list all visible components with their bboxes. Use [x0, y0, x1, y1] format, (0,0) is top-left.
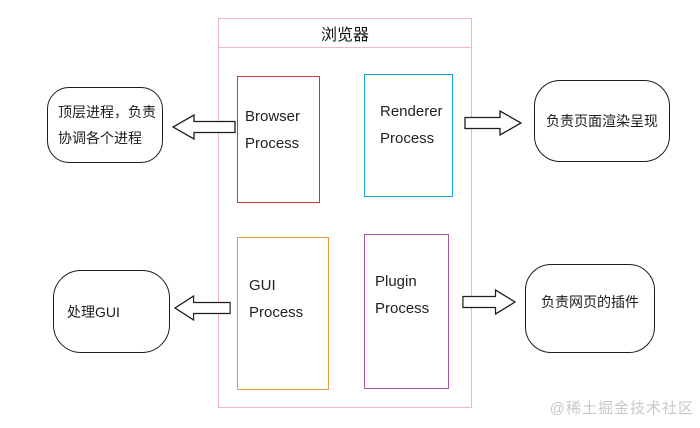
plugin-note-line1: 负责网页的插件: [541, 293, 639, 310]
browser-process-box: Browser Process: [237, 76, 320, 203]
gui-process-label-line2: Process: [249, 304, 304, 321]
browser-container-title: 浏览器: [219, 19, 471, 48]
gui-process-label-line1: GUI: [249, 277, 276, 294]
plugin-process-label-line2: Process: [375, 300, 430, 317]
plugin-process-box: Plugin Process: [364, 234, 449, 389]
gui-process-box: GUI Process: [237, 237, 329, 390]
gui-note-line1: 处理GUI: [67, 303, 120, 320]
renderer-note-line1: 负责页面渲染呈现: [546, 113, 658, 129]
renderer-process-label-line2: Process: [380, 130, 435, 147]
browser-note-line1: 顶层进程，负责: [58, 104, 156, 120]
browser-process-label-line1: Browser: [245, 108, 301, 125]
arrow-left-icon: [174, 295, 231, 321]
browser-process-label-line2: Process: [245, 135, 300, 152]
renderer-process-note: 负责页面渲染呈现: [534, 80, 670, 162]
renderer-process-box: Renderer Process: [364, 74, 453, 197]
browser-note-line2: 协调各个进程: [58, 130, 142, 146]
watermark: @稀土掘金技术社区: [549, 400, 694, 417]
renderer-process-label-line1: Renderer: [380, 103, 443, 120]
browser-process-note: 顶层进程，负责 协调各个进程: [47, 87, 163, 163]
plugin-process-note: 负责网页的插件: [525, 264, 655, 353]
arrow-left-icon: [172, 114, 236, 140]
arrow-right-icon: [462, 289, 516, 315]
gui-process-note: 处理GUI: [53, 270, 170, 353]
arrow-right-icon: [464, 110, 522, 136]
plugin-process-label-line1: Plugin: [375, 273, 417, 290]
